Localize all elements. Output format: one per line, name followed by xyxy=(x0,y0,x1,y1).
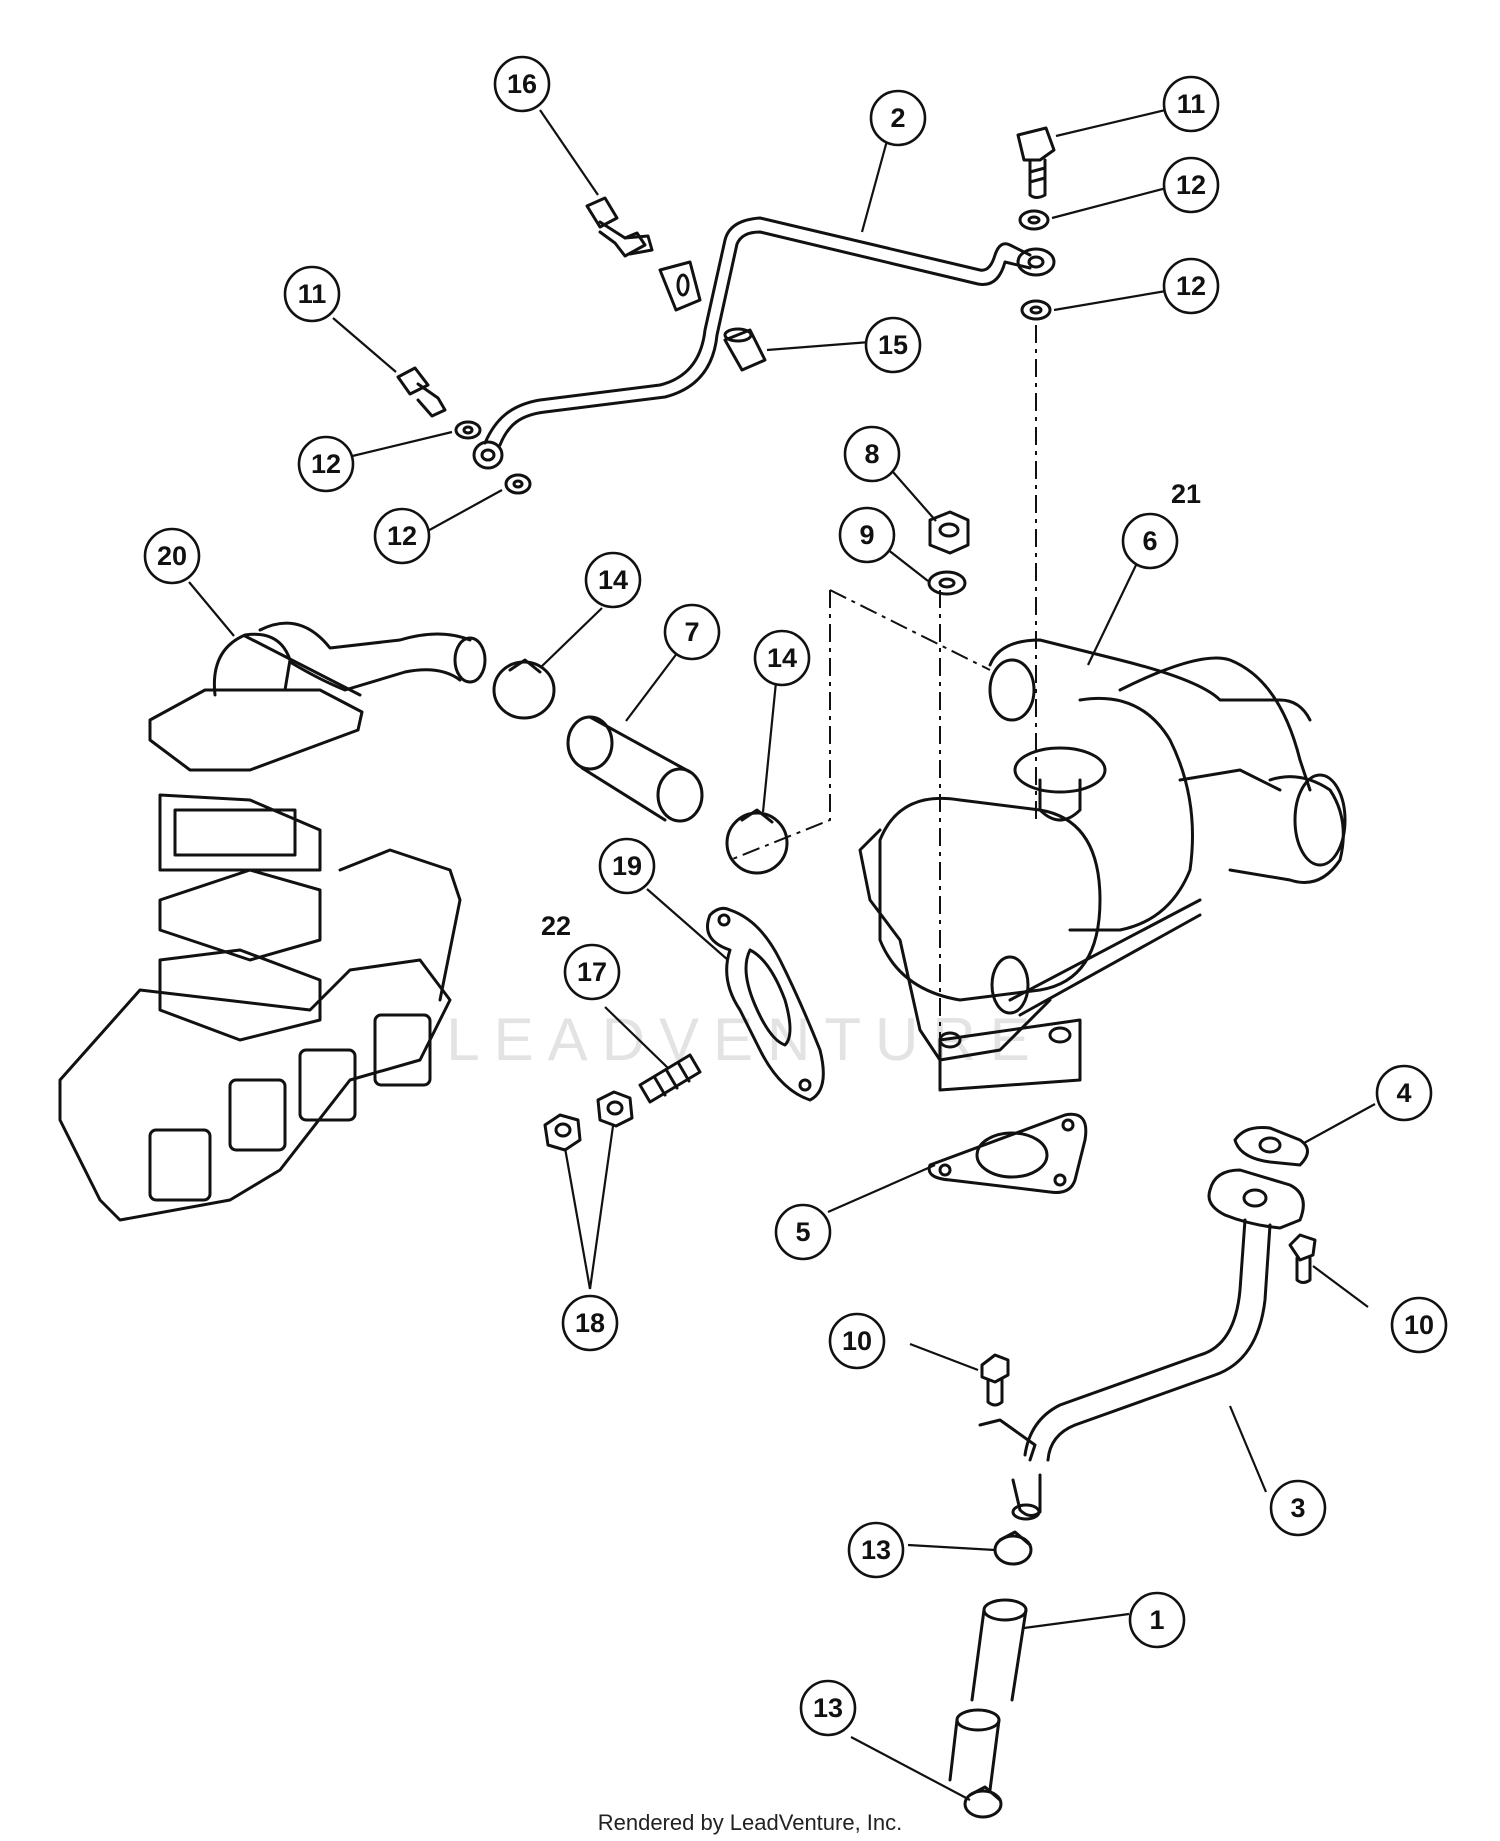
render-credit: Rendered by LeadVenture, Inc. xyxy=(597,1810,903,1835)
callout-19: 19 xyxy=(598,837,656,895)
callout-13: 13 xyxy=(799,1679,857,1737)
exhaust-manifold xyxy=(58,793,462,1222)
bolt-center xyxy=(980,1353,1010,1407)
svg-text:3: 3 xyxy=(1290,1493,1305,1523)
stud xyxy=(638,1053,702,1104)
callout-18: 18 xyxy=(561,1294,619,1352)
callout-16: 16 xyxy=(493,55,551,113)
svg-text:7: 7 xyxy=(684,617,699,647)
leader-lines xyxy=(188,105,1376,1801)
callout-22: 22 xyxy=(541,911,571,941)
callout-11: 11 xyxy=(1162,75,1220,133)
sleeve xyxy=(723,327,767,372)
svg-text:14: 14 xyxy=(598,565,628,595)
svg-text:20: 20 xyxy=(157,541,187,571)
banjo-bolt-left xyxy=(396,366,447,418)
alignment-lines xyxy=(729,325,1037,1040)
callout-11: 11 xyxy=(283,265,341,323)
turbocharger xyxy=(858,638,1347,1092)
bolt-right xyxy=(1288,1233,1317,1284)
svg-text:9: 9 xyxy=(859,520,874,550)
callout-17: 17 xyxy=(563,943,621,1001)
washer-right-lower xyxy=(1020,299,1052,321)
flange-nut-left xyxy=(543,1113,582,1152)
banjo-eye-right xyxy=(1016,247,1056,277)
svg-text:13: 13 xyxy=(861,1535,891,1565)
svg-text:16: 16 xyxy=(507,69,537,99)
callout-6: 6 xyxy=(1121,512,1179,570)
svg-text:15: 15 xyxy=(878,330,908,360)
callout-14: 14 xyxy=(584,551,642,609)
banjo-fitting xyxy=(585,196,654,258)
oil-return-pipe xyxy=(978,1168,1305,1521)
svg-text:8: 8 xyxy=(864,439,879,469)
callout-10: 10 xyxy=(1390,1296,1448,1354)
svg-text:18: 18 xyxy=(575,1308,605,1338)
svg-text:13: 13 xyxy=(813,1693,843,1723)
callout-1: 1 xyxy=(1128,1591,1186,1649)
callout-21: 21 xyxy=(1171,479,1201,509)
oil-return-hose xyxy=(948,1598,1028,1792)
callout-9: 9 xyxy=(838,506,896,564)
callout-7: 7 xyxy=(663,603,721,661)
svg-text:12: 12 xyxy=(387,521,417,551)
hose-clamp-lower xyxy=(725,808,789,875)
washer-right-upper xyxy=(1018,209,1050,231)
callout-14: 14 xyxy=(753,629,811,687)
flange-nut-right xyxy=(596,1090,634,1128)
exhaust-gasket xyxy=(927,1112,1088,1194)
svg-text:19: 19 xyxy=(612,851,642,881)
svg-text:12: 12 xyxy=(1176,271,1206,301)
washer-nut xyxy=(927,570,967,596)
washer-left-lower xyxy=(504,473,532,495)
callout-12: 12 xyxy=(373,507,431,565)
svg-text:10: 10 xyxy=(1404,1310,1434,1340)
svg-text:1: 1 xyxy=(1149,1605,1164,1635)
callout-13: 13 xyxy=(847,1521,905,1579)
callout-20: 20 xyxy=(143,527,201,585)
hose-clamp-upper xyxy=(492,658,556,720)
svg-text:17: 17 xyxy=(577,957,607,987)
svg-text:5: 5 xyxy=(795,1217,810,1247)
callout-10: 10 xyxy=(828,1312,886,1370)
banjo-bolt-right xyxy=(1016,126,1056,199)
svg-text:11: 11 xyxy=(1177,89,1206,119)
watermark-text: LEADVENTURE xyxy=(446,1006,1043,1073)
washer-left-upper xyxy=(454,420,482,440)
svg-text:2: 2 xyxy=(890,103,905,133)
callout-12: 12 xyxy=(1162,156,1220,214)
air-inlet-elbow xyxy=(148,621,487,772)
svg-text:6: 6 xyxy=(1142,526,1157,556)
svg-text:10: 10 xyxy=(842,1326,872,1356)
nut xyxy=(928,510,970,555)
callout-8: 8 xyxy=(843,425,901,483)
callout-4: 4 xyxy=(1375,1064,1433,1122)
svg-text:4: 4 xyxy=(1396,1078,1411,1108)
oil-return-gasket xyxy=(1233,1126,1309,1167)
callout-2: 2 xyxy=(869,89,927,147)
hose-clip-upper xyxy=(993,1530,1033,1566)
banjo-eye-left xyxy=(472,440,504,470)
oil-feed-pipe xyxy=(483,216,1032,447)
intake-hose xyxy=(566,715,704,823)
callout-5: 5 xyxy=(774,1203,832,1261)
svg-text:12: 12 xyxy=(1176,170,1206,200)
callout-3: 3 xyxy=(1269,1479,1327,1537)
turbo-inlet-gasket xyxy=(706,906,825,1102)
svg-text:14: 14 xyxy=(767,643,797,673)
svg-text:12: 12 xyxy=(311,449,341,479)
callout-12: 12 xyxy=(1162,257,1220,315)
hose-clip-lower xyxy=(963,1785,1003,1819)
callout-12: 12 xyxy=(297,435,355,493)
callout-15: 15 xyxy=(864,316,922,374)
svg-text:11: 11 xyxy=(298,279,327,309)
